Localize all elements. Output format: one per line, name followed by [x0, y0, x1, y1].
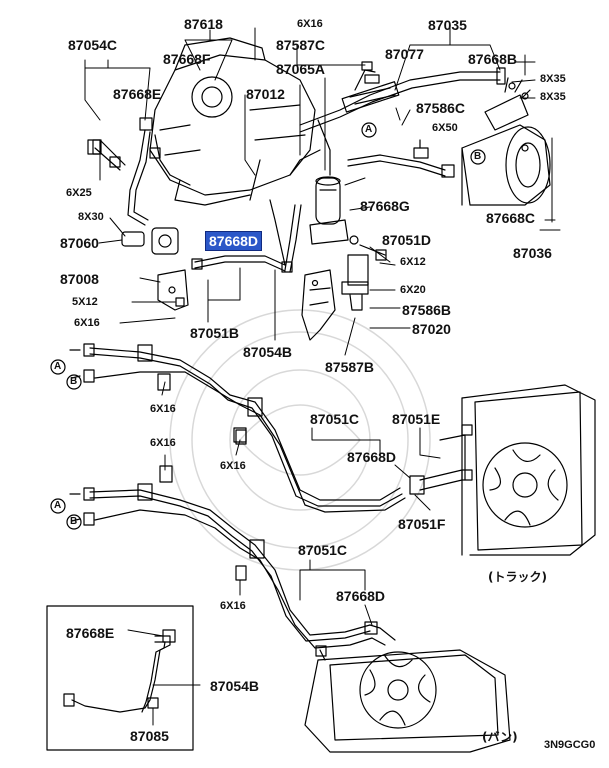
bolt-8x35-a: 8X35: [540, 73, 566, 85]
pipe-87051d: [347, 154, 455, 178]
van-caption: (バン): [482, 730, 518, 744]
truck-caption: (トラック): [488, 570, 547, 584]
marker-circles: [50, 122, 486, 530]
leader-lines: [84, 24, 561, 726]
part-87586c: 87586C: [416, 100, 466, 116]
valve-cluster: [341, 235, 387, 311]
marker-a-2: A: [54, 500, 62, 511]
clamp-87060: [151, 227, 179, 255]
pipe-bundle-truck: [69, 343, 406, 513]
part-87586b: 87586B: [402, 302, 452, 318]
inset-box-87085: [46, 605, 194, 751]
pipe-bundle-van: [69, 429, 373, 649]
bolt-8x30: 8X30: [78, 211, 104, 223]
top-pipe-87077: [299, 67, 506, 133]
part-87051e: 87051E: [392, 411, 441, 427]
part-87587c: 87587C: [276, 37, 326, 53]
part-87035: 87035: [428, 17, 467, 33]
bolt-6x25: [92, 139, 102, 155]
part-87668d-truck: 87668D: [347, 449, 397, 465]
engine-block: [149, 37, 321, 206]
bolt-6x16-low: 6X16: [220, 600, 246, 612]
part-87668g: 87668G: [360, 198, 410, 214]
part-87077: 87077: [385, 46, 424, 62]
part-87054c: 87054C: [68, 37, 118, 53]
bolt-5x12: 5X12: [72, 296, 98, 308]
bolt-6x12: 6X12: [400, 256, 426, 268]
bolt-87587c: [354, 61, 376, 91]
pipe-87054c: [87, 117, 191, 226]
marker-a-1: A: [54, 361, 62, 372]
receiver-drier: [309, 119, 349, 245]
part-87668d-highlighted: 87668D: [205, 231, 263, 251]
part-87036: 87036: [513, 245, 552, 261]
marker-a-top: A: [365, 124, 373, 135]
part-87587b: 87587B: [325, 359, 375, 375]
diagram-code: 3N9GCG0: [544, 739, 596, 751]
part-87008: 87008: [60, 271, 99, 287]
bracket-87587b: [301, 269, 336, 341]
bolt-6x50: [413, 139, 429, 159]
pipe-near-87054b: [249, 159, 286, 266]
part-87051c-van: 87051C: [298, 542, 348, 558]
bolt-6x50: 6X50: [432, 122, 458, 134]
watermark-seal: [169, 309, 431, 571]
part-87054b-box: 87054B: [210, 678, 260, 694]
condenser-truck: [409, 384, 596, 556]
marker-b-1: B: [70, 376, 78, 387]
bolt-8x35-b: 8X35: [540, 91, 566, 103]
part-87668c: 87668C: [486, 210, 536, 226]
part-87060: 87060: [60, 235, 99, 251]
bolt-8x30: [121, 231, 145, 247]
part-87668e-top: 87668E: [113, 86, 162, 102]
part-87668f: 87668F: [163, 51, 211, 67]
part-87085: 87085: [130, 728, 169, 744]
marker-b-top: B: [474, 151, 482, 162]
compressor-87036: [461, 77, 551, 206]
part-87012: 87012: [246, 86, 285, 102]
condenser-van: [304, 621, 511, 753]
bolt-6x20: 6X20: [400, 284, 426, 296]
bolt-6x16-mid2: 6X16: [150, 437, 176, 449]
part-87668b: 87668B: [468, 51, 518, 67]
part-87051d: 87051D: [382, 232, 432, 248]
bracket-87008: [157, 269, 189, 311]
part-87668d-van: 87668D: [336, 588, 386, 604]
part-87065a: 87065A: [276, 61, 326, 77]
marker-b-2: B: [70, 516, 78, 527]
part-87668e-box: 87668E: [66, 625, 115, 641]
part-87051c-truck: 87051C: [310, 411, 360, 427]
bolt-6x16-mid3: 6X16: [220, 460, 246, 472]
bolt-6x16-left: 6X16: [74, 317, 100, 329]
bolt-6x16-mid: 6X16: [150, 403, 176, 415]
part-87051f: 87051F: [398, 516, 446, 532]
pipe-87051b: [191, 204, 302, 273]
part-87618: 87618: [184, 16, 223, 32]
bolt-6x16-top: 6X16: [297, 18, 323, 30]
bolt-6x25: 6X25: [66, 187, 92, 199]
part-87051b: 87051B: [190, 325, 240, 341]
part-87054b-top: 87054B: [243, 344, 293, 360]
part-87020: 87020: [412, 321, 451, 337]
